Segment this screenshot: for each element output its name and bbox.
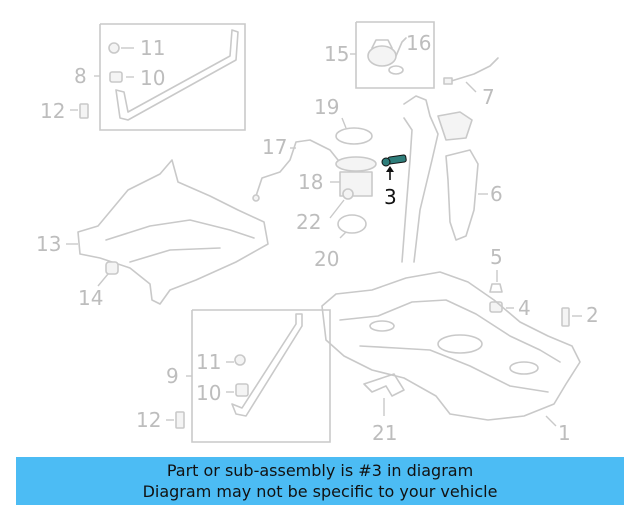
callout-12-upper: 12: [40, 99, 65, 123]
callout-11-upper: 11: [140, 36, 165, 60]
nut-10-lower-icon: [226, 383, 249, 397]
filler-shield-6: [445, 149, 488, 241]
callout-2: 2: [586, 303, 599, 327]
callout-10-upper: 10: [140, 66, 165, 90]
nut-5-icon: [489, 270, 503, 293]
heat-shield: [66, 159, 269, 305]
strap-kit-lower-frame: [186, 309, 331, 443]
callout-9: 9: [166, 364, 179, 388]
callout-12-lower: 12: [136, 408, 161, 432]
bolt-11-lower-icon: [226, 354, 246, 366]
strap-kit-upper-frame: [94, 23, 246, 131]
callout-20: 20: [314, 247, 339, 271]
filler-neck-pipe: [401, 95, 473, 263]
callout-17: 17: [262, 135, 287, 159]
bolt-3-highlighted-icon: [381, 154, 407, 180]
fuel-tank-strap-lower: [231, 313, 303, 417]
callout-1: 1: [558, 421, 571, 445]
bolt-11-upper-icon: [108, 42, 134, 54]
fuel-line-17: [252, 139, 339, 202]
callout-4: 4: [518, 296, 531, 320]
bolt-12-upper-icon: [70, 103, 89, 119]
info-banner: Part or sub-assembly is #3 in diagram Di…: [16, 457, 624, 505]
bolt-12-lower-icon: [166, 411, 185, 429]
filler-cap-frame: [350, 21, 435, 89]
callout-19: 19: [314, 95, 339, 119]
clip-14-icon: [97, 261, 119, 287]
banner-line-disclaimer: Diagram may not be specific to your vehi…: [142, 482, 498, 501]
callout-13: 13: [36, 232, 61, 256]
bolt-2-icon: [561, 307, 582, 327]
callout-22: 22: [296, 210, 321, 234]
fuel-tank-strap-upper: [115, 29, 239, 121]
lock-ring-19-icon: [335, 117, 373, 145]
cap-gasket-16-icon: [388, 37, 407, 75]
fuel-pump-module-18: [330, 156, 377, 197]
callout-15: 15: [324, 42, 349, 66]
seal-ring-20-icon: [337, 214, 367, 239]
filter-22-icon: [329, 188, 354, 219]
callout-10-lower: 10: [196, 381, 221, 405]
callout-5: 5: [490, 245, 503, 269]
callout-7: 7: [482, 85, 495, 109]
callout-8: 8: [74, 64, 87, 88]
nut-10-upper-icon: [109, 71, 134, 83]
bracket-21: [363, 373, 405, 416]
callout-3-highlighted: 3: [384, 185, 397, 209]
callout-21: 21: [372, 421, 397, 445]
callout-18: 18: [298, 170, 323, 194]
callout-16: 16: [406, 31, 431, 55]
parts-diagram: 11 10 8 12 15 16 7 19 17 3 18 6 22 13 20…: [36, 21, 599, 445]
callout-6: 6: [490, 182, 503, 206]
fuel-tank: [321, 271, 581, 427]
callout-11-lower: 11: [196, 350, 221, 374]
callout-14: 14: [78, 286, 103, 310]
filler-cap-15-icon: [367, 39, 397, 67]
banner-line-part-number: Part or sub-assembly is #3 in diagram: [166, 461, 474, 480]
sensor-wire-7: [443, 57, 499, 93]
